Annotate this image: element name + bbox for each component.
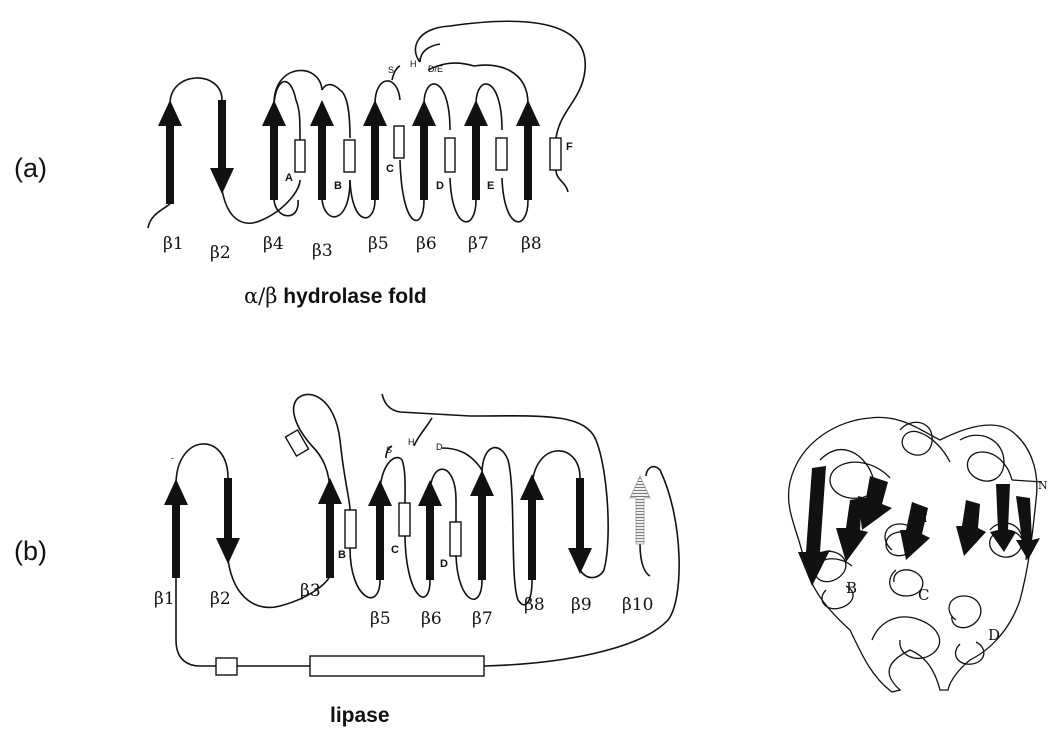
panel-b-helix-label-b: B bbox=[338, 549, 346, 561]
ribbon-label-n: N bbox=[1038, 479, 1048, 492]
panel-a-helix-label-d: D bbox=[436, 180, 444, 192]
panel-b-site-tick: - bbox=[171, 453, 174, 463]
panel-a-loop-n-terminus bbox=[148, 204, 170, 228]
panel-b-helix-label-c: C bbox=[391, 544, 399, 556]
panel-a-strand-b6 bbox=[412, 100, 436, 200]
panel-b-loop-b7-top bbox=[482, 448, 532, 605]
ribbon-structure: B C D N H bbox=[789, 417, 1048, 692]
ribbon-strand-4 bbox=[900, 502, 930, 560]
panel-a-site-s: S bbox=[388, 65, 394, 75]
panel-b-strand-b1 bbox=[164, 479, 188, 578]
panel-b-site-d: D bbox=[436, 442, 443, 452]
panel-a-strand-b8 bbox=[516, 100, 540, 200]
panel-a-caption-greek: α/β bbox=[244, 284, 277, 308]
panel-b-loop-helixB-b5 bbox=[350, 548, 380, 598]
panel-b-loop-b1-b2 bbox=[176, 444, 228, 482]
panel-b-helix-label-d: D bbox=[440, 558, 448, 570]
panel-a-site-de: D/E bbox=[428, 64, 443, 74]
panel-a-strand-label-b3: β3 bbox=[312, 241, 333, 261]
panel-b-loop-b10-end bbox=[640, 544, 650, 576]
ribbon-strand-5 bbox=[956, 500, 986, 556]
ribbon-strand-6 bbox=[990, 484, 1016, 552]
ribbon-label-d: D bbox=[988, 626, 1000, 644]
panel-a-loop-b2-b4 bbox=[222, 180, 300, 223]
panel-b-strand-b7 bbox=[470, 470, 494, 580]
panel-a-helix-label-b: B bbox=[334, 180, 342, 192]
panel-b-strand-label-b8: β8 bbox=[524, 595, 545, 615]
panel-b-strand-b10 bbox=[630, 476, 650, 544]
panel-b-strand-label-b10: β10 bbox=[622, 595, 653, 615]
ribbon-strand-3 bbox=[858, 476, 892, 530]
panel-a-strand-label-b5: β5 bbox=[368, 234, 389, 254]
panel-b-helix-long bbox=[310, 656, 484, 676]
panel-a-helix-a bbox=[295, 140, 305, 172]
panel-a-loop-crossover bbox=[415, 21, 585, 138]
panel-a-helix-d bbox=[445, 138, 455, 172]
panel-b-site-s: S bbox=[386, 445, 392, 455]
panel-b-helix-c bbox=[399, 503, 410, 536]
panel-b-strand-b5 bbox=[368, 480, 392, 580]
panel-b-loop-D bbox=[442, 448, 482, 470]
panel-a-strand-label-b7: β7 bbox=[468, 234, 489, 254]
ribbon-label-h: H bbox=[918, 512, 928, 525]
panel-a-strand-b2 bbox=[210, 100, 234, 194]
panel-a-caption: α/β hydrolase fold bbox=[244, 284, 427, 308]
panel-b-site-h: H bbox=[408, 437, 415, 447]
panel-b-strand-b2 bbox=[216, 478, 240, 564]
panel-a-helix-label-c: C bbox=[386, 163, 394, 175]
panel-a-strand-label-b8: β8 bbox=[521, 234, 542, 254]
panel-b-strand-label-b5: β5 bbox=[370, 609, 391, 629]
panel-a-helix-c bbox=[394, 126, 404, 158]
panel-b-strand-b6 bbox=[418, 480, 442, 580]
panel-a-helix-e bbox=[496, 138, 507, 170]
panel-a-strand-label-b4: β4 bbox=[263, 234, 284, 254]
panel-b-strand-label-b7: β7 bbox=[472, 609, 493, 629]
panel-a-strand-b1 bbox=[158, 100, 182, 204]
panel-b-strand-label-b6: β6 bbox=[421, 609, 442, 629]
panel-b-strand-b3 bbox=[318, 478, 342, 578]
panel-a: (a) A B C bbox=[14, 21, 585, 308]
panel-a-strand-label-b1: β1 bbox=[163, 234, 184, 254]
panel-b-strand-b8 bbox=[520, 474, 544, 580]
panel-a-helix-f bbox=[550, 138, 561, 170]
panel-b-helix-b bbox=[345, 510, 356, 548]
panel-a-strand-b7 bbox=[464, 100, 488, 200]
panel-a-helix-label-f: F bbox=[566, 141, 573, 153]
panel-a-strand-b3 bbox=[310, 100, 334, 200]
panel-a-strand-label-b2: β2 bbox=[210, 243, 231, 263]
panel-a-site-h: H bbox=[410, 59, 417, 69]
panel-a-helix-b bbox=[344, 140, 355, 172]
panel-a-helix-label-a: A bbox=[285, 172, 293, 184]
panel-b-strand-label-b1: β1 bbox=[154, 589, 175, 609]
ribbon-coil-3 bbox=[960, 435, 1012, 481]
panel-b-strand-label-b3: β3 bbox=[300, 581, 321, 601]
panel-a-caption-text: hydrolase fold bbox=[277, 285, 426, 308]
panel-a-loop-H bbox=[420, 44, 440, 62]
ribbon-helix-d bbox=[949, 596, 984, 664]
panel-b-caption: lipase bbox=[330, 704, 390, 727]
panel-b-loop-H bbox=[414, 418, 432, 446]
panel-b-strand-label-b9: β9 bbox=[571, 595, 592, 615]
panel-a-strand-label-b6: β6 bbox=[416, 234, 437, 254]
panel-b-loop-b8-b9 bbox=[532, 451, 580, 490]
panel-a-loop-b1-b2 bbox=[170, 78, 222, 104]
ribbon-label-b: B bbox=[846, 579, 857, 597]
panel-b-helix-top bbox=[285, 430, 308, 456]
panel-a-strand-b4 bbox=[262, 100, 286, 200]
panel-a-helix-label-e: E bbox=[487, 180, 494, 192]
panel-b-helix-d bbox=[450, 522, 461, 556]
ribbon-coil-2 bbox=[900, 422, 950, 462]
panel-a-loop-c-terminus bbox=[556, 170, 568, 192]
panel-b-label: (b) bbox=[14, 536, 47, 566]
ribbon-strand-1 bbox=[798, 466, 830, 586]
panel-b-helix-small bbox=[216, 658, 237, 675]
panel-a-label: (a) bbox=[14, 153, 47, 183]
panel-b-strand-label-b2: β2 bbox=[210, 589, 231, 609]
panel-b: (b) B C D bbox=[14, 394, 679, 727]
ribbon-label-c: C bbox=[918, 586, 929, 604]
panel-b-strand-b9 bbox=[568, 478, 592, 574]
panel-a-strand-b5 bbox=[363, 100, 387, 200]
